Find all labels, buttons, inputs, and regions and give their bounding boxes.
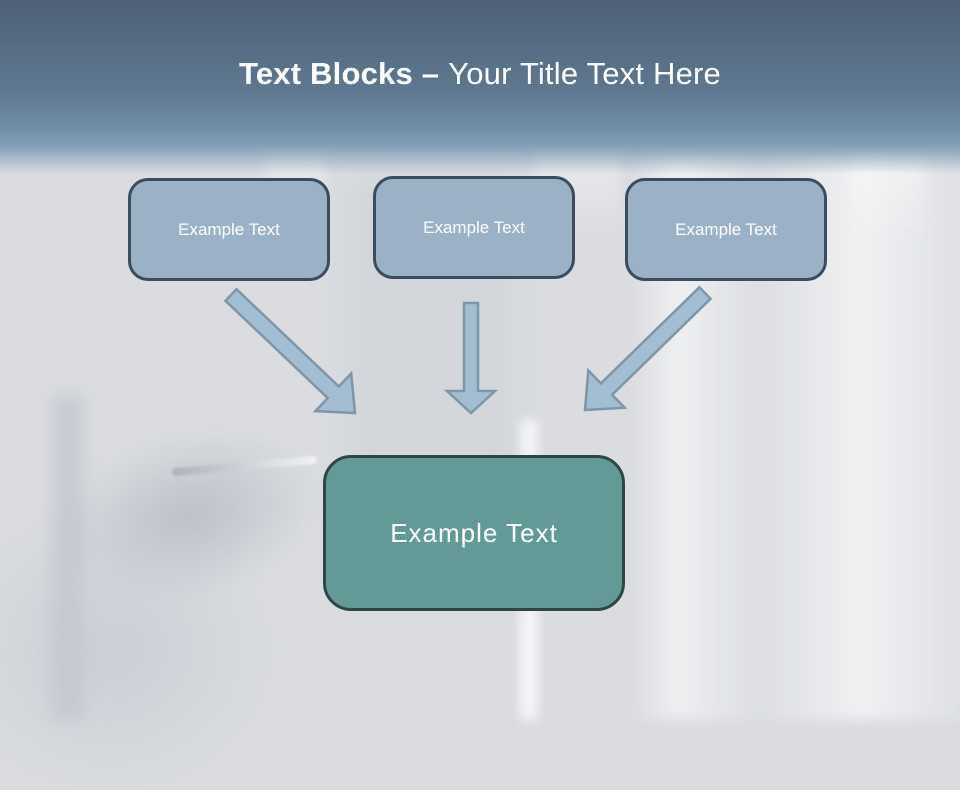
text-block-3-label: Example Text	[675, 219, 777, 239]
arrow-down-left-icon	[583, 285, 713, 412]
text-block-2: Example Text	[373, 176, 575, 279]
connector-arrows	[223, 285, 713, 415]
text-block-2-label: Example Text	[423, 217, 525, 237]
center-text-block-label: Example Text	[390, 517, 558, 548]
slide-title-regular: Your Title Text Here	[448, 56, 721, 91]
arrow-down-icon	[443, 301, 499, 415]
text-block-1: Example Text	[128, 178, 330, 281]
center-text-block: Example Text	[323, 455, 625, 611]
text-block-1-label: Example Text	[178, 219, 280, 239]
slide-title-bold: Text Blocks –	[239, 56, 440, 91]
arrow-down-right-icon	[223, 287, 357, 415]
slide-title: Text Blocks –Your Title Text Here	[0, 56, 960, 92]
header-band: Text Blocks –Your Title Text Here	[0, 0, 960, 174]
text-block-3: Example Text	[625, 178, 827, 281]
